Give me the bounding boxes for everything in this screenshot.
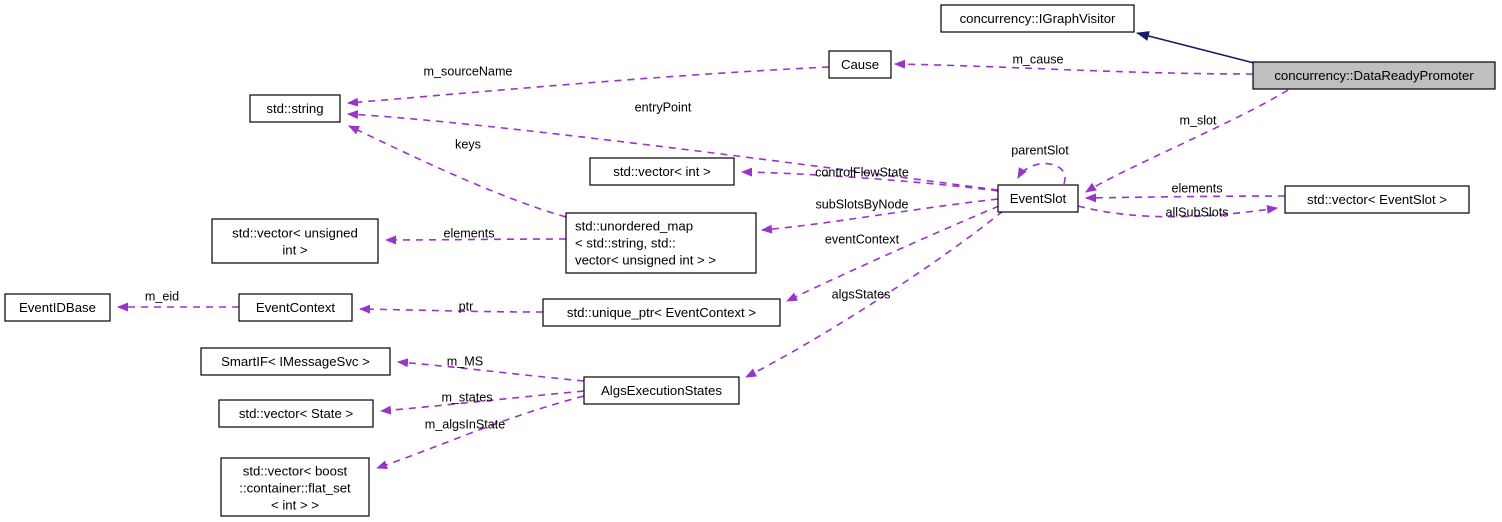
node-box-algsexecutionstates[interactable] [583,376,740,405]
node-label-unordered-map-line2: < std::string, std:: [575,235,676,250]
edge-label-ptr: ptr [459,299,474,313]
node-box-vector-int[interactable] [589,157,735,186]
edge-parentslot [1017,162,1066,185]
edge-label-m-cause: m_cause [1012,52,1063,66]
edge-layer [117,31,1289,470]
edge-label-m-states: m_states [441,390,492,404]
node-label-eventidbase: EventIDBase [19,300,96,315]
edge-label-eventcontext: eventContext [825,232,900,246]
node-igraphvisitor[interactable]: concurrency::IGraphVisitor [940,4,1135,33]
node-label-vector-flat-set-line3: < int > > [271,497,319,512]
edge-keys [348,125,567,218]
edge-inheritance-datareadypromoter-igraphvisitor [1136,31,1259,65]
edge-label-m-slot: m_slot [1179,113,1217,127]
node-label-algsexecutionstates: AlgsExecutionStates [601,383,722,398]
edge-label-m-algsinstate: m_algsInState [425,417,506,431]
node-box-cause[interactable] [828,50,892,79]
edge-m-algsinstate [376,395,585,470]
edge-ptr [359,304,544,314]
edge-label-allsubslots: allSubSlots [1165,205,1228,219]
node-layer: concurrency::IGraphVisitor concurrency::… [4,4,1496,517]
node-algsexecutionstates[interactable]: AlgsExecutionStates [583,376,740,405]
node-label-stdstring: std::string [266,101,323,116]
node-label-cause: Cause [841,57,879,72]
edge-label-m-ms: m_MS [447,354,483,368]
node-stdstring[interactable]: std::string [249,94,341,123]
edge-eventcontext [786,205,1000,302]
node-label-eventcontext: EventContext [256,300,336,315]
node-box-vector-flat-set[interactable] [220,457,370,517]
edge-label-controlflowstate: controlFlowState [815,165,909,179]
edge-m-ms [397,358,585,382]
node-label-vector-unsigned-int-line1: std::vector< unsigned [232,225,358,240]
edge-m-sourcename [347,66,830,107]
node-label-vector-state: std::vector< State > [239,406,354,421]
node-box-eventslot[interactable] [997,184,1079,213]
edge-label-layer: m_cause m_sourceName entryPoint keys con… [145,52,1229,431]
node-vector-flat-set[interactable]: std::vector< boost ::container::flat_set… [220,457,370,517]
edge-label-subslotsbynode: subSlotsByNode [815,197,908,211]
node-vector-eventslot[interactable]: std::vector< EventSlot > [1284,185,1470,214]
node-cause[interactable]: Cause [828,50,892,79]
node-eventslot[interactable]: EventSlot [997,184,1079,213]
node-box-vector-unsigned-int[interactable] [211,218,379,264]
edge-m-slot [1085,89,1289,193]
edge-label-m-sourcename: m_sourceName [424,64,513,78]
edge-elements-uint [385,235,567,245]
node-box-eventidbase[interactable] [4,293,111,322]
edge-allsubslots [1077,205,1278,218]
edge-label-entrypoint: entryPoint [635,100,692,114]
node-label-vector-flat-set-line2: ::container::flat_set [239,480,351,495]
node-datareadypromoter[interactable]: concurrency::DataReadyPromoter [1252,61,1496,90]
node-label-vector-unsigned-int-line2: int > [282,242,308,257]
edge-label-elements-uint: elements [443,226,494,240]
node-label-vector-flat-set-line1: std::vector< boost [243,463,348,478]
node-box-vector-state[interactable] [218,399,374,428]
node-box-datareadypromoter[interactable] [1252,61,1496,90]
node-unique-ptr-eventcontext[interactable]: std::unique_ptr< EventContext > [542,298,781,327]
node-label-unordered-map-line3: vector< unsigned int > > [575,252,716,267]
node-label-igraphvisitor: concurrency::IGraphVisitor [960,11,1116,26]
node-eventcontext[interactable]: EventContext [238,293,353,322]
node-label-vector-eventslot: std::vector< EventSlot > [1307,192,1447,207]
edge-label-algsstates: algsStates [832,287,891,301]
node-box-igraphvisitor[interactable] [940,4,1135,33]
edge-algsstates [745,210,1004,378]
node-box-unordered-map[interactable] [565,212,757,274]
node-vector-unsigned-int[interactable]: std::vector< unsigned int > [211,218,379,264]
edge-m-states [380,390,585,415]
node-box-vector-eventslot[interactable] [1284,185,1470,214]
edge-entrypoint [347,110,999,191]
edge-m-cause [894,59,1254,75]
node-eventidbase[interactable]: EventIDBase [4,293,111,322]
edge-label-elements-eventslot: elements [1171,181,1222,195]
node-smartif-imessagesvc[interactable]: SmartIF< IMessageSvc > [200,347,391,376]
edge-controlflowstate [741,167,999,192]
node-label-datareadypromoter: concurrency::DataReadyPromoter [1274,68,1474,83]
node-vector-state[interactable]: std::vector< State > [218,399,374,428]
node-label-eventslot: EventSlot [1010,191,1067,206]
node-vector-int[interactable]: std::vector< int > [589,157,735,186]
node-label-smartif-imessagesvc: SmartIF< IMessageSvc > [221,354,370,369]
edge-elements-eventslot [1085,193,1286,203]
node-box-eventcontext[interactable] [238,293,353,322]
node-label-unordered-map-line1: std::unordered_map [575,218,693,233]
edge-label-parentslot: parentSlot [1011,143,1069,157]
node-label-vector-int: std::vector< int > [613,164,711,179]
node-label-unique-ptr-eventcontext: std::unique_ptr< EventContext > [567,305,756,320]
node-box-unique-ptr-eventcontext[interactable] [542,298,781,327]
edge-label-keys: keys [455,137,481,151]
node-unordered-map[interactable]: std::unordered_map < std::string, std:: … [565,212,757,274]
edge-subslotsbynode [761,198,999,234]
node-box-smartif-imessagesvc[interactable] [200,347,391,376]
edge-label-m-eid: m_eid [145,289,179,303]
node-box-stdstring[interactable] [249,94,341,123]
